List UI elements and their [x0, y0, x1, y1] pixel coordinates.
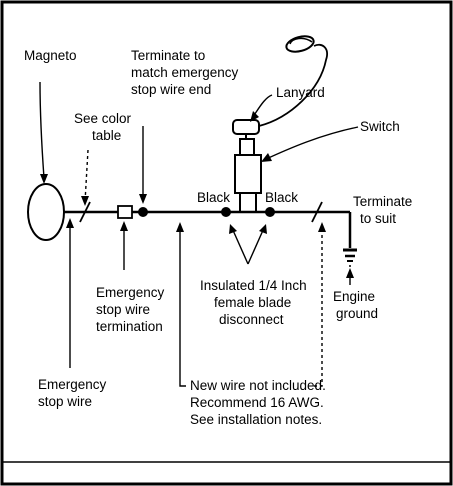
switch-plunger-base	[239, 138, 255, 156]
label-terminate-match-2: match emergency	[131, 65, 239, 80]
label-lanyard: Lanyard	[276, 85, 325, 100]
termination-connector	[117, 205, 133, 219]
label-engine-ground-1: Engine	[333, 289, 375, 304]
label-see-color-1: See color	[74, 111, 132, 126]
black-left-dot	[221, 207, 231, 217]
black-right-dot	[265, 207, 275, 217]
label-terminate-match-3: stop wire end	[131, 82, 211, 97]
label-see-color-2: table	[92, 128, 121, 143]
leader-new-wire-left	[179, 226, 186, 387]
lanyard-clip-hook	[289, 37, 313, 45]
leader-switch	[263, 126, 359, 161]
leader-insulated-right	[247, 227, 265, 265]
wire-break-1	[79, 201, 91, 223]
lanyard-cord	[258, 43, 328, 127]
label-terminate-match-1: Terminate to	[131, 48, 205, 63]
leader-insulated-left	[231, 227, 249, 265]
arrow-insulated-right	[259, 224, 267, 234]
label-engine-ground-2: ground	[336, 306, 378, 321]
label-terminate-suit-2: to suit	[360, 211, 396, 226]
label-black-left: Black	[197, 190, 230, 205]
switch-plunger-cap	[232, 119, 260, 135]
label-switch: Switch	[360, 119, 400, 134]
label-esw-termination-1: Emergency	[96, 285, 165, 300]
label-new-wire-1: New wire not included.	[190, 378, 326, 393]
leader-see-color	[84, 149, 89, 203]
arrow-lanyard	[250, 111, 259, 122]
switch-body	[234, 154, 262, 194]
label-new-wire-2: Recommend 16 AWG.	[190, 395, 324, 410]
label-new-wire-3: See installation notes.	[190, 412, 322, 427]
label-black-right: Black	[265, 190, 298, 205]
arrow-emergency-stop-wire	[66, 218, 74, 228]
arrow-magneto	[40, 174, 48, 184]
label-magneto: Magneto	[24, 48, 77, 63]
label-terminate-suit-1: Terminate	[353, 194, 412, 209]
label-emergency-stop-wire-1: Emergency	[38, 377, 107, 392]
arrow-new-wire-left	[176, 222, 184, 232]
wire-break-2	[311, 201, 323, 223]
arrow-switch	[261, 153, 272, 162]
wire-end-dot	[138, 207, 148, 217]
label-emergency-stop-wire-2: stop wire	[38, 394, 92, 409]
arrow-terminate-match	[139, 194, 147, 204]
lanyard-clip	[285, 35, 315, 53]
arrow-esw-termination	[120, 221, 128, 231]
arrow-insulated-left	[229, 224, 237, 234]
leader-new-wire-right	[314, 226, 323, 387]
magneto-symbol	[27, 183, 65, 241]
label-esw-termination-3: termination	[96, 319, 163, 334]
leader-magneto	[39, 81, 45, 179]
label-esw-termination-2: stop wire	[96, 302, 150, 317]
arrow-new-wire-right	[318, 222, 326, 232]
label-insulated-2: female blade	[214, 295, 291, 310]
label-insulated-3: disconnect	[219, 312, 284, 327]
label-insulated-1: Insulated 1/4 Inch	[200, 278, 307, 293]
arrow-engine-ground	[346, 268, 354, 278]
arrow-see-color	[81, 196, 89, 206]
